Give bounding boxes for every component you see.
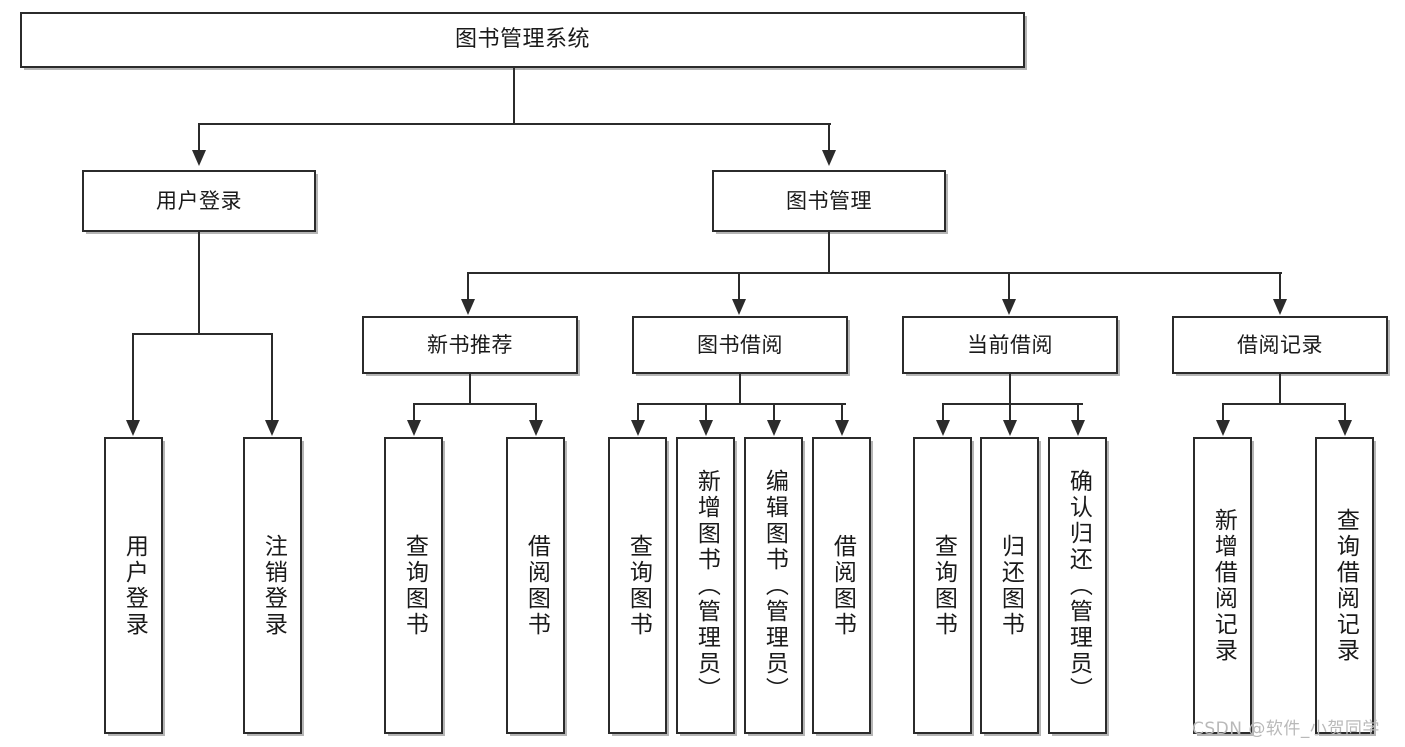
- node-label: 借阅记录: [1237, 332, 1323, 357]
- node-current-borrow[interactable]: 当前借阅: [902, 316, 1118, 374]
- connector-to-book-manage: [828, 123, 830, 151]
- connector-borrow-leaf1: [637, 403, 639, 421]
- connector-borrow-bar: [638, 403, 846, 405]
- leaf-record-add[interactable]: 新增借阅记录: [1193, 437, 1252, 734]
- arrowhead-leaf-borrow-4: [835, 420, 849, 436]
- connector-current-stem: [1009, 374, 1011, 404]
- connector-borrow-leaf3: [773, 403, 775, 421]
- arrowhead-book-borrow: [732, 299, 746, 315]
- arrowhead-current-borrow: [1002, 299, 1016, 315]
- leaf-current-query-book[interactable]: 查询图书: [913, 437, 972, 734]
- connector-root-stem: [513, 68, 515, 124]
- connector-to-book-borrow: [738, 272, 740, 300]
- arrowhead-leaf-borrow-1: [631, 420, 645, 436]
- arrowhead-leaf-record-2: [1338, 420, 1352, 436]
- arrowhead-new-book: [461, 299, 475, 315]
- connector-to-user-login: [198, 123, 200, 151]
- node-label: 确认归还（管理员）: [1065, 468, 1092, 703]
- leaf-record-query[interactable]: 查询借阅记录: [1315, 437, 1374, 734]
- watermark-text: CSDN @软件_小贺同学: [1192, 719, 1380, 739]
- node-label: 新增借阅记录: [1210, 507, 1237, 664]
- connector-user-login-bar: [133, 333, 272, 335]
- arrowhead-leaf-current-2: [1003, 420, 1017, 436]
- node-label: 查询图书: [401, 533, 428, 638]
- arrowhead-borrow-record: [1273, 299, 1287, 315]
- node-book-borrow[interactable]: 图书借阅: [632, 316, 848, 374]
- leaf-current-return-book[interactable]: 归还图书: [980, 437, 1039, 734]
- connector-current-leaf1: [942, 403, 944, 421]
- leaf-borrow-query-book[interactable]: 查询图书: [608, 437, 667, 734]
- node-label: 当前借阅: [967, 332, 1053, 357]
- arrowhead-leaf-recommend-2: [529, 420, 543, 436]
- connector-record-bar: [1223, 403, 1345, 405]
- connector-current-leaf2: [1009, 403, 1011, 421]
- arrowhead-leaf-recommend-1: [407, 420, 421, 436]
- node-label: 归还图书: [997, 533, 1024, 638]
- connector-recommend-leaf2: [535, 403, 537, 421]
- leaf-recommend-borrow-book[interactable]: 借阅图书: [506, 437, 565, 734]
- arrowhead-user-login: [192, 150, 206, 166]
- connector-book-manage-stem: [828, 232, 830, 273]
- connector-user-login-leaf2: [271, 333, 273, 421]
- connector-recommend-bar: [414, 403, 536, 405]
- arrowhead-leaf-borrow-3: [767, 420, 781, 436]
- leaf-borrow-add-book[interactable]: 新增图书（管理员）: [676, 437, 735, 734]
- leaf-recommend-query-book[interactable]: 查询图书: [384, 437, 443, 734]
- node-borrow-record[interactable]: 借阅记录: [1172, 316, 1388, 374]
- connector-user-login-stem: [198, 232, 200, 334]
- node-label: 编辑图书（管理员）: [761, 468, 788, 703]
- connector-current-bar: [943, 403, 1083, 405]
- leaf-borrow-edit-book[interactable]: 编辑图书（管理员）: [744, 437, 803, 734]
- connector-record-leaf1: [1222, 403, 1224, 421]
- node-label: 注销登录: [260, 533, 287, 638]
- node-label: 查询图书: [625, 533, 652, 638]
- node-label: 图书管理: [786, 188, 872, 213]
- connector-recommend-leaf1: [413, 403, 415, 421]
- connector-borrow-leaf2: [705, 403, 707, 421]
- leaf-current-confirm-return[interactable]: 确认归还（管理员）: [1048, 437, 1107, 734]
- node-label: 图书管理系统: [454, 27, 590, 53]
- connector-to-new-book: [467, 272, 469, 300]
- node-label: 新书推荐: [427, 332, 513, 357]
- arrowhead-book-manage: [822, 150, 836, 166]
- connector-record-leaf2: [1344, 403, 1346, 421]
- arrowhead-leaf-current-1: [936, 420, 950, 436]
- connector-to-borrow-record: [1279, 272, 1281, 300]
- node-label: 借阅图书: [523, 533, 550, 638]
- connector-user-login-leaf1: [132, 333, 134, 421]
- node-label: 借阅图书: [829, 533, 856, 638]
- node-label: 用户登录: [156, 188, 242, 213]
- connector-recommend-stem: [469, 374, 471, 404]
- connector-borrow-leaf4: [841, 403, 843, 421]
- arrowhead-leaf-record-1: [1216, 420, 1230, 436]
- node-label: 查询图书: [930, 533, 957, 638]
- arrowhead-leaf-current-3: [1071, 420, 1085, 436]
- arrowhead-leaf-user-login-2: [265, 420, 279, 436]
- connector-to-current-borrow: [1008, 272, 1010, 300]
- connector-level2-bar: [199, 123, 831, 125]
- connector-level3-bar: [468, 272, 1282, 274]
- node-new-book-recommend[interactable]: 新书推荐: [362, 316, 578, 374]
- leaf-user-login[interactable]: 用户登录: [104, 437, 163, 734]
- connector-current-leaf3: [1077, 403, 1079, 421]
- node-user-login[interactable]: 用户登录: [82, 170, 316, 232]
- connector-record-stem: [1279, 374, 1281, 404]
- node-label: 查询借阅记录: [1332, 507, 1359, 664]
- node-root-system[interactable]: 图书管理系统: [20, 12, 1025, 68]
- arrowhead-leaf-user-login-1: [126, 420, 140, 436]
- node-label: 图书借阅: [697, 332, 783, 357]
- arrowhead-leaf-borrow-2: [699, 420, 713, 436]
- node-book-manage[interactable]: 图书管理: [712, 170, 946, 232]
- leaf-logout[interactable]: 注销登录: [243, 437, 302, 734]
- node-label: 用户登录: [121, 533, 148, 638]
- leaf-borrow-borrow-book[interactable]: 借阅图书: [812, 437, 871, 734]
- connector-borrow-stem: [739, 374, 741, 404]
- node-label: 新增图书（管理员）: [693, 468, 720, 703]
